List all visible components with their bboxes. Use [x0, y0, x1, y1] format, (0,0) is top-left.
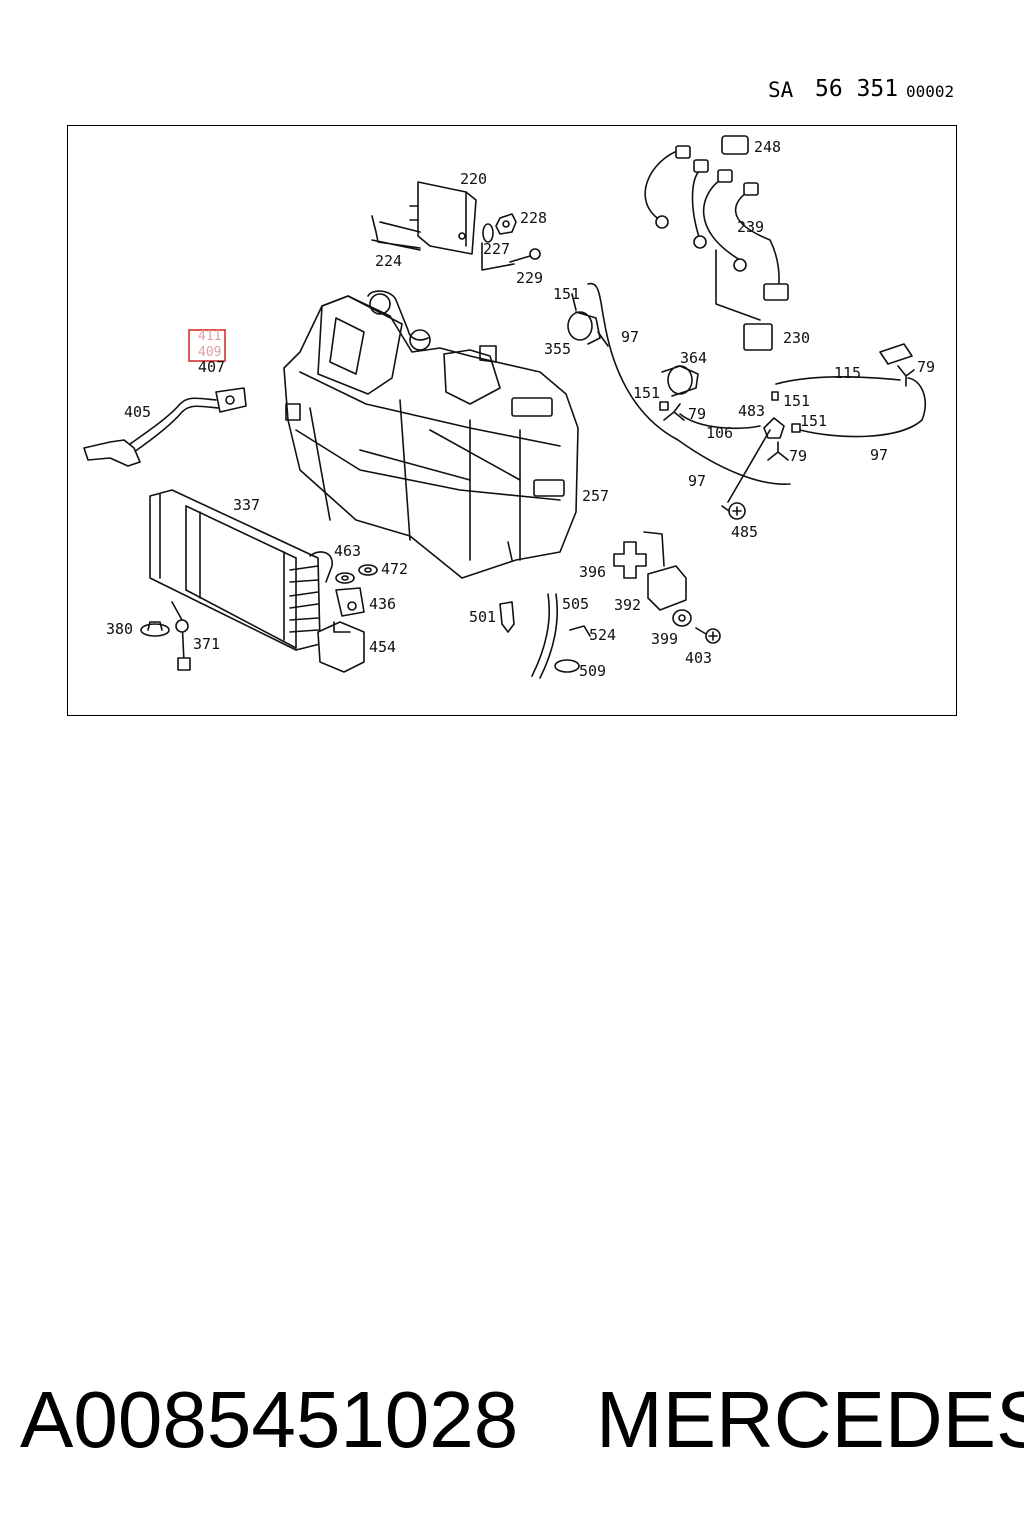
actuator-364[interactable] — [661, 365, 699, 397]
t-connector-79[interactable] — [663, 365, 915, 461]
washer-399[interactable] — [672, 609, 692, 627]
callout-79-a: 79 — [917, 358, 935, 376]
hose-505[interactable] — [531, 593, 559, 679]
callout-472: 472 — [381, 560, 408, 578]
washer-227[interactable] — [482, 223, 494, 243]
callout-97-a: 97 — [621, 328, 639, 346]
callout-407: 407 — [198, 358, 225, 376]
drain-501[interactable] — [499, 601, 515, 633]
actuator-355[interactable] — [567, 293, 609, 347]
heater-housing-257[interactable] — [283, 290, 579, 579]
screw-485[interactable] — [721, 429, 771, 520]
callout-380: 380 — [106, 620, 133, 638]
grommet-380[interactable] — [140, 621, 170, 637]
callout-151-c: 151 — [783, 392, 810, 410]
control-module-220[interactable] — [409, 181, 477, 255]
vacuum-line-115[interactable] — [775, 343, 913, 385]
callout-485: 485 — [731, 523, 758, 541]
callout-115: 115 — [834, 364, 861, 382]
vacuum-line-106[interactable] — [679, 413, 761, 429]
callout-151-a: 151 — [553, 285, 580, 303]
callout-106: 106 — [706, 424, 733, 442]
heat-exchanger-337[interactable] — [149, 489, 333, 651]
connector-396[interactable] — [613, 541, 647, 579]
callout-403: 403 — [685, 649, 712, 667]
callout-524: 524 — [589, 626, 616, 644]
parts-diagram: 248 220 228 239 227 224 229 151 97 230 4… — [83, 135, 935, 680]
valve-436[interactable] — [335, 587, 365, 617]
callout-454: 454 — [369, 638, 396, 656]
resistor-454[interactable] — [317, 621, 365, 673]
callout-405: 405 — [124, 403, 151, 421]
callout-227: 227 — [483, 240, 510, 258]
callout-505: 505 — [562, 595, 589, 613]
callout-224: 224 — [375, 252, 402, 270]
callout-79-c: 79 — [789, 447, 807, 465]
washer-463[interactable] — [335, 572, 355, 584]
sensor-371[interactable] — [171, 601, 191, 671]
diagram-header: SA 56 351 00002 — [0, 74, 1024, 114]
callout-411: 411 — [198, 329, 221, 344]
brand-name: MERCEDES — [596, 1375, 1024, 1464]
washer-472[interactable] — [358, 564, 378, 576]
callout-409: 409 — [198, 345, 221, 360]
wiring-harness-239[interactable] — [644, 135, 789, 351]
callout-220: 220 — [460, 170, 487, 188]
highlight-box — [188, 329, 226, 362]
callout-355: 355 — [544, 340, 571, 358]
part-info-bar: A0085451028 MERCEDES — [0, 1370, 1024, 1470]
callout-79-b: 79 — [688, 405, 706, 423]
grommet-509[interactable] — [554, 659, 580, 673]
header-code: 00002 — [906, 82, 955, 101]
clip-524[interactable] — [569, 625, 591, 637]
callout-483: 483 — [738, 402, 765, 420]
callout-248: 248 — [754, 138, 781, 156]
callout-228: 228 — [520, 209, 547, 227]
callout-371: 371 — [193, 635, 220, 653]
callout-97-c: 97 — [688, 472, 706, 490]
callout-151-d: 151 — [800, 412, 827, 430]
diagram-frame — [67, 125, 957, 716]
callout-230: 230 — [783, 329, 810, 347]
callout-399: 399 — [651, 630, 678, 648]
callout-509: 509 — [579, 662, 606, 680]
relay-392[interactable] — [643, 531, 687, 611]
callout-229: 229 — [516, 269, 543, 287]
part-number: A0085451028 — [20, 1375, 519, 1464]
callout-396: 396 — [579, 563, 606, 581]
header-group-number: 56 351 — [815, 76, 899, 102]
callout-463: 463 — [334, 542, 361, 560]
bracket-224[interactable] — [371, 215, 421, 251]
callout-501: 501 — [469, 608, 496, 626]
callout-151-b: 151 — [633, 384, 660, 402]
nut-228[interactable] — [495, 213, 517, 235]
callout-436: 436 — [369, 595, 396, 613]
screw-229[interactable] — [509, 248, 541, 263]
callout-364: 364 — [680, 349, 707, 367]
callout-337: 337 — [233, 496, 260, 514]
callout-97-b: 97 — [870, 446, 888, 464]
header-sa: SA — [768, 78, 794, 102]
sensor-405[interactable] — [83, 387, 247, 467]
callout-239: 239 — [737, 218, 764, 236]
callout-392: 392 — [614, 596, 641, 614]
leader-227 — [481, 242, 515, 271]
screw-403[interactable] — [695, 627, 721, 644]
callout-257: 257 — [582, 487, 609, 505]
